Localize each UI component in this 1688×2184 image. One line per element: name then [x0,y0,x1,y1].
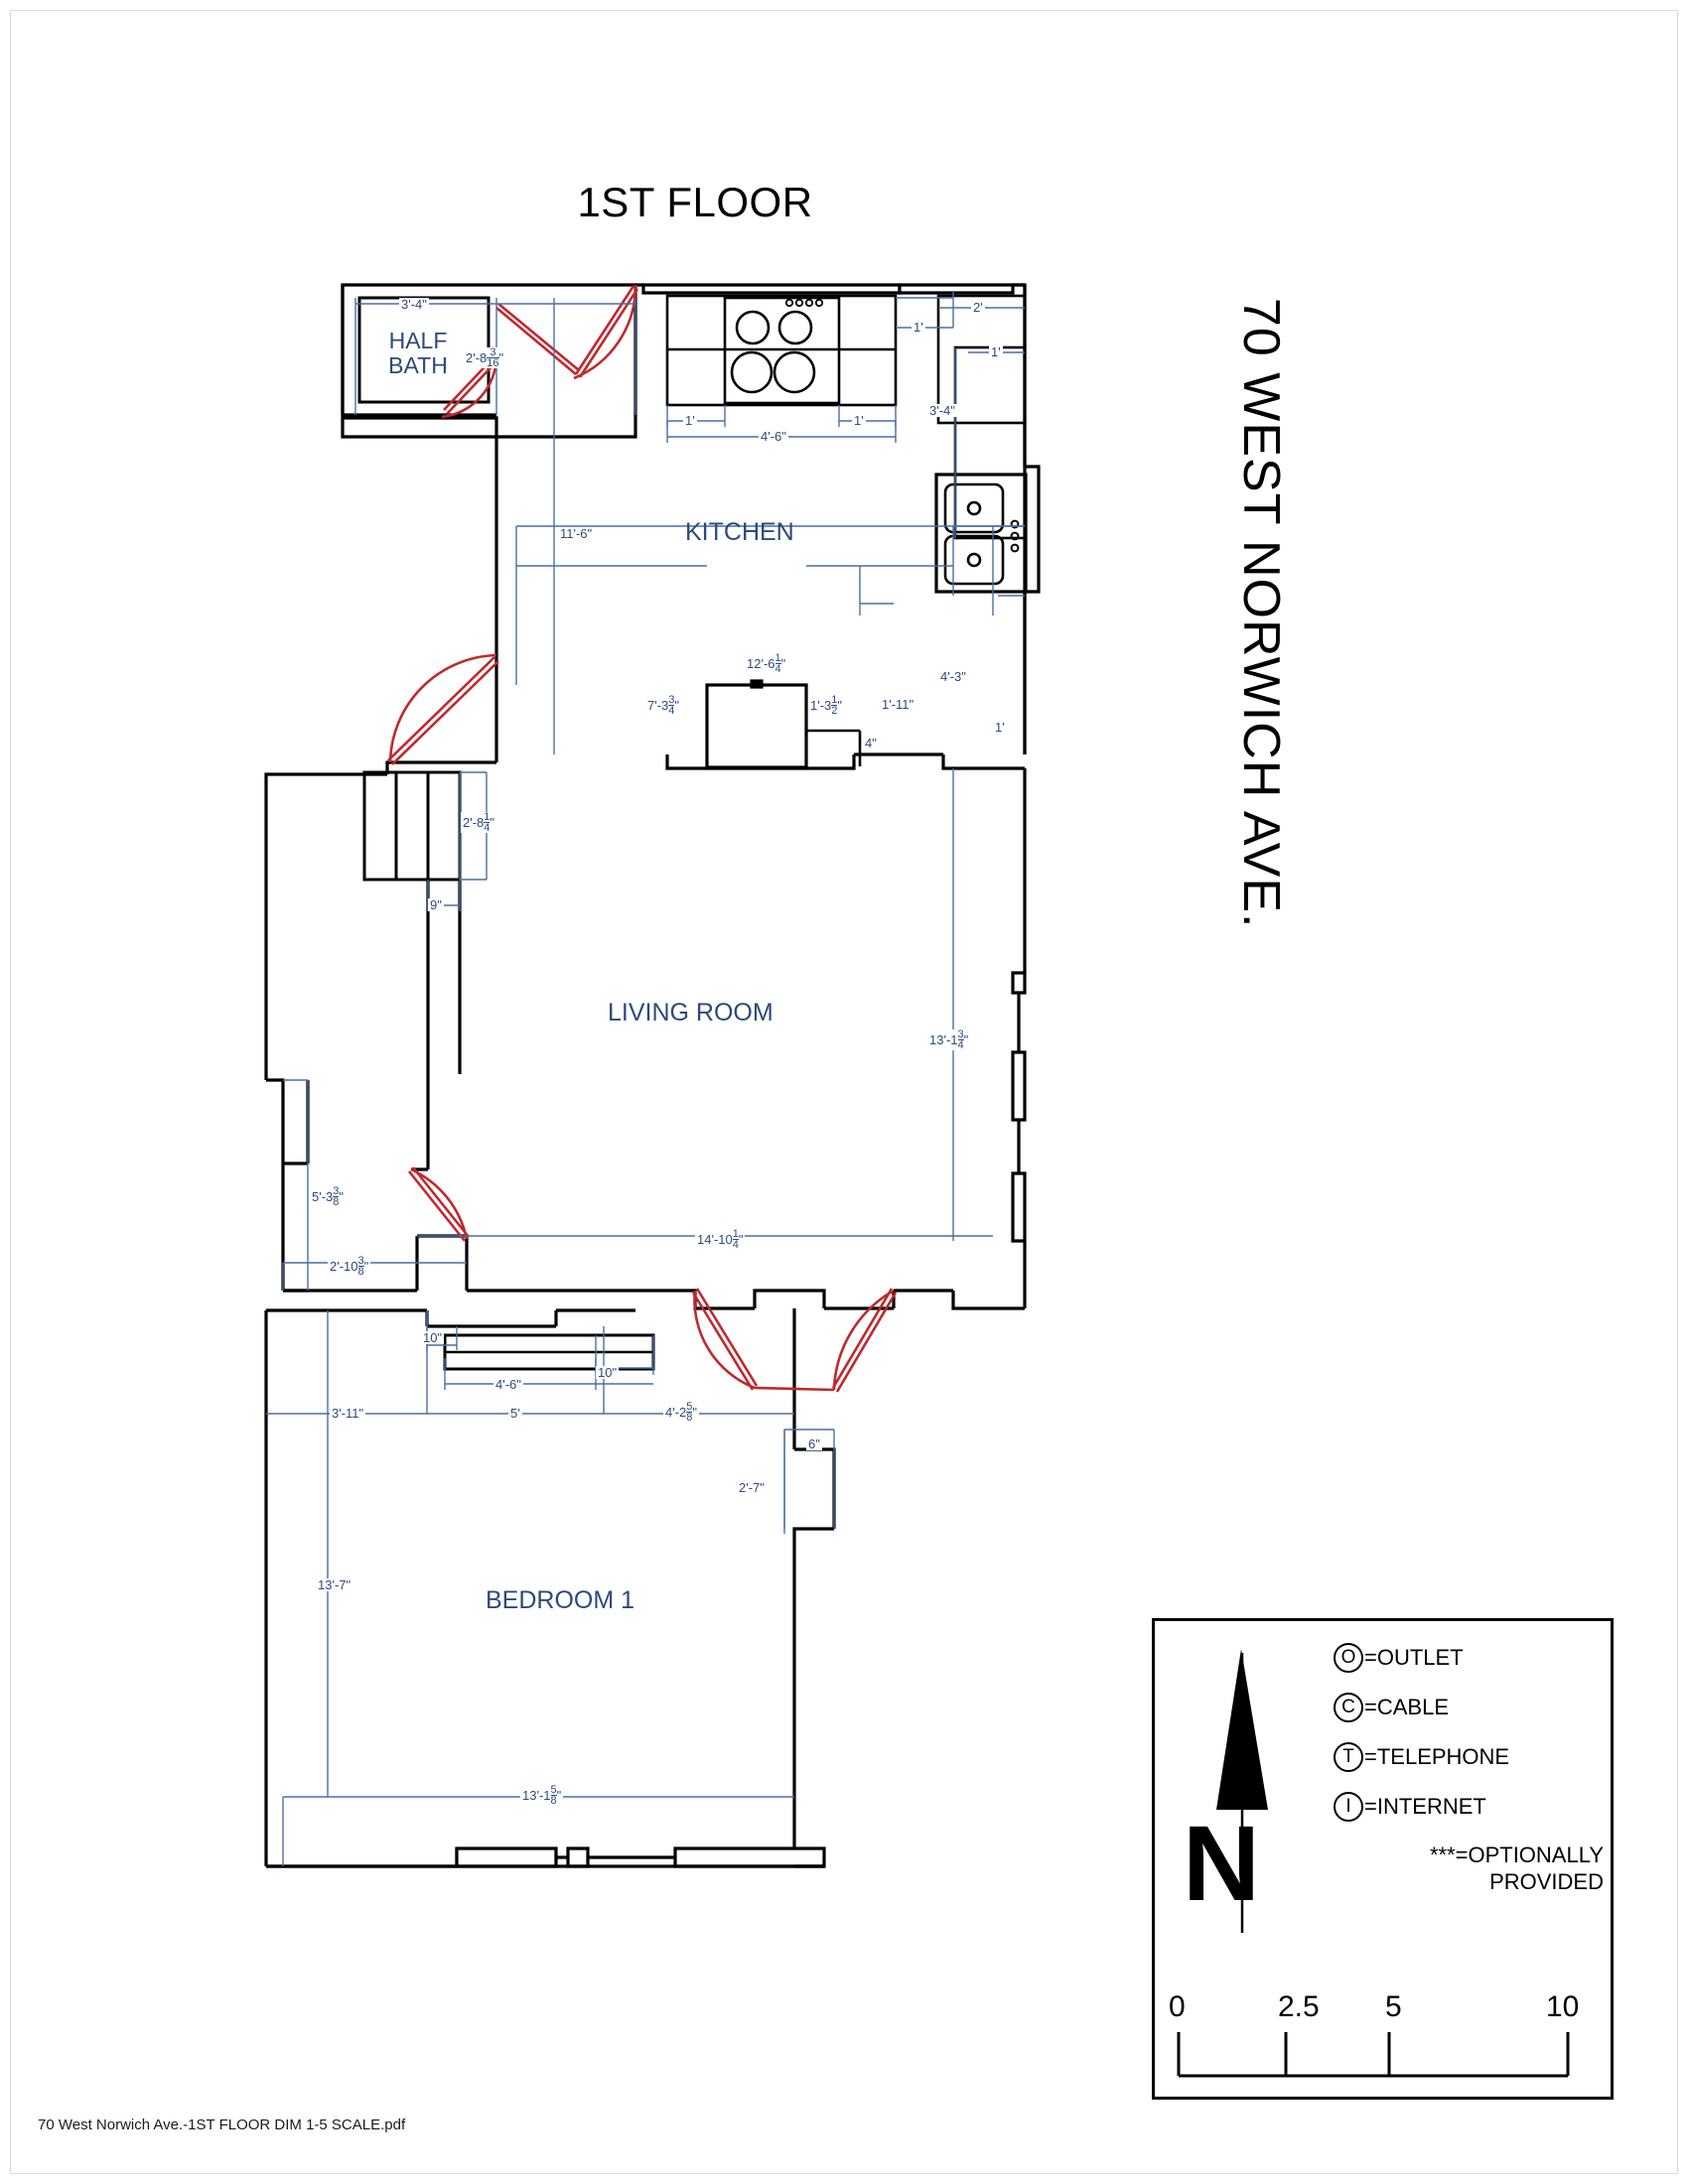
legend-optional-line-2: PROVIDED [1489,1869,1604,1894]
dim-upper-right-1ft: 1' [912,320,925,335]
legend-label-telephone: =TELEPHONE [1364,1744,1510,1769]
room-label-living-room: LIVING ROOM [608,999,774,1026]
scale-tick-2-5: 2.5 [1278,1990,1320,2023]
dim-right-run: 3'-4" [927,403,957,418]
dim-nook-6in: 6" [806,1436,822,1451]
legend-items: O =OUTLET C =CABLE T =TELEPHONE I =INTER… [1334,1643,1607,1895]
telephone-icon: T [1334,1742,1363,1772]
north-arrow [1216,1649,1268,1933]
legend-box: N O =OUTLET C =CABLE T =TELEPHONE I =INT… [1152,1618,1614,2100]
dim-bed-left-seg: 3'-11" [330,1406,366,1421]
scale-bar: 0 2.5 5 10 [1169,1990,1598,2090]
dim-kitchen-depth: 11'-6" [558,526,595,541]
dim-range-left: 1' [683,413,697,428]
legend-optional-note: ***=OPTIONALLY PROVIDED [1334,1842,1604,1895]
dim-closet-10in-b: 10" [596,1365,620,1380]
legend-item-cable: C =CABLE [1334,1693,1607,1722]
dim-range-right: 1' [852,413,866,428]
dimension-lines [266,292,1025,1866]
dim-step-4in: 4" [863,736,879,751]
outlet-icon: O [1334,1643,1363,1673]
legend-item-internet: I =INTERNET [1334,1792,1607,1822]
cable-icon: C [1334,1693,1363,1722]
dim-to-wall: 1'-11" [880,697,916,712]
dim-right-opening: 4'-3" [938,669,968,684]
sheet-border [10,10,1678,2174]
legend-label-cable: =CABLE [1364,1695,1449,1719]
dim-nook-depth: 2'-7" [737,1480,767,1495]
legend-label-internet: =INTERNET [1364,1794,1486,1819]
internet-icon: I [1334,1792,1363,1822]
dim-bath-width: 3'-4" [399,297,429,312]
dim-right-cab-1ft: 1' [989,344,1003,359]
dim-closet-width: 4'-6" [493,1377,523,1392]
dim-right-1ft-lower: 1' [993,720,1007,735]
dim-right-cab-2ft: 2' [971,300,985,315]
scale-tick-10: 10 [1546,1990,1580,2023]
legend-item-telephone: T =TELEPHONE [1334,1742,1607,1772]
dim-stair-tread: 9" [428,897,444,912]
scale-tick-0: 0 [1169,1990,1186,2023]
wall-lines [264,283,1041,1868]
room-label-kitchen: KITCHEN [685,518,794,546]
half-bath-line-1: HALF [388,328,448,353]
dim-bed-mid-seg: 5' [508,1406,522,1421]
footer-filename: 70 West Norwich Ave.-1ST FLOOR DIM 1-5 S… [38,2116,406,2133]
room-label-bedroom-1: BEDROOM 1 [486,1586,635,1614]
legend-label-outlet: =OUTLET [1364,1645,1464,1670]
legend-optional-line-1: ***=OPTIONALLY [1429,1843,1604,1867]
legend-item-outlet: O =OUTLET [1334,1643,1607,1673]
dim-bedroom-depth: 13'-7" [316,1577,353,1592]
room-label-half-bath: HALF BATH [378,329,458,378]
north-letter: N [1183,1803,1260,1923]
dim-counter-run: 4'-6" [759,429,788,444]
door-swings [387,284,898,1393]
scale-bar-ticks [1177,2032,1570,2078]
dim-closet-10in-a: 10" [421,1330,445,1345]
half-bath-line-2: BATH [388,352,448,378]
scale-tick-5: 5 [1385,1990,1402,2023]
page-title: 1ST FLOOR [577,179,813,225]
